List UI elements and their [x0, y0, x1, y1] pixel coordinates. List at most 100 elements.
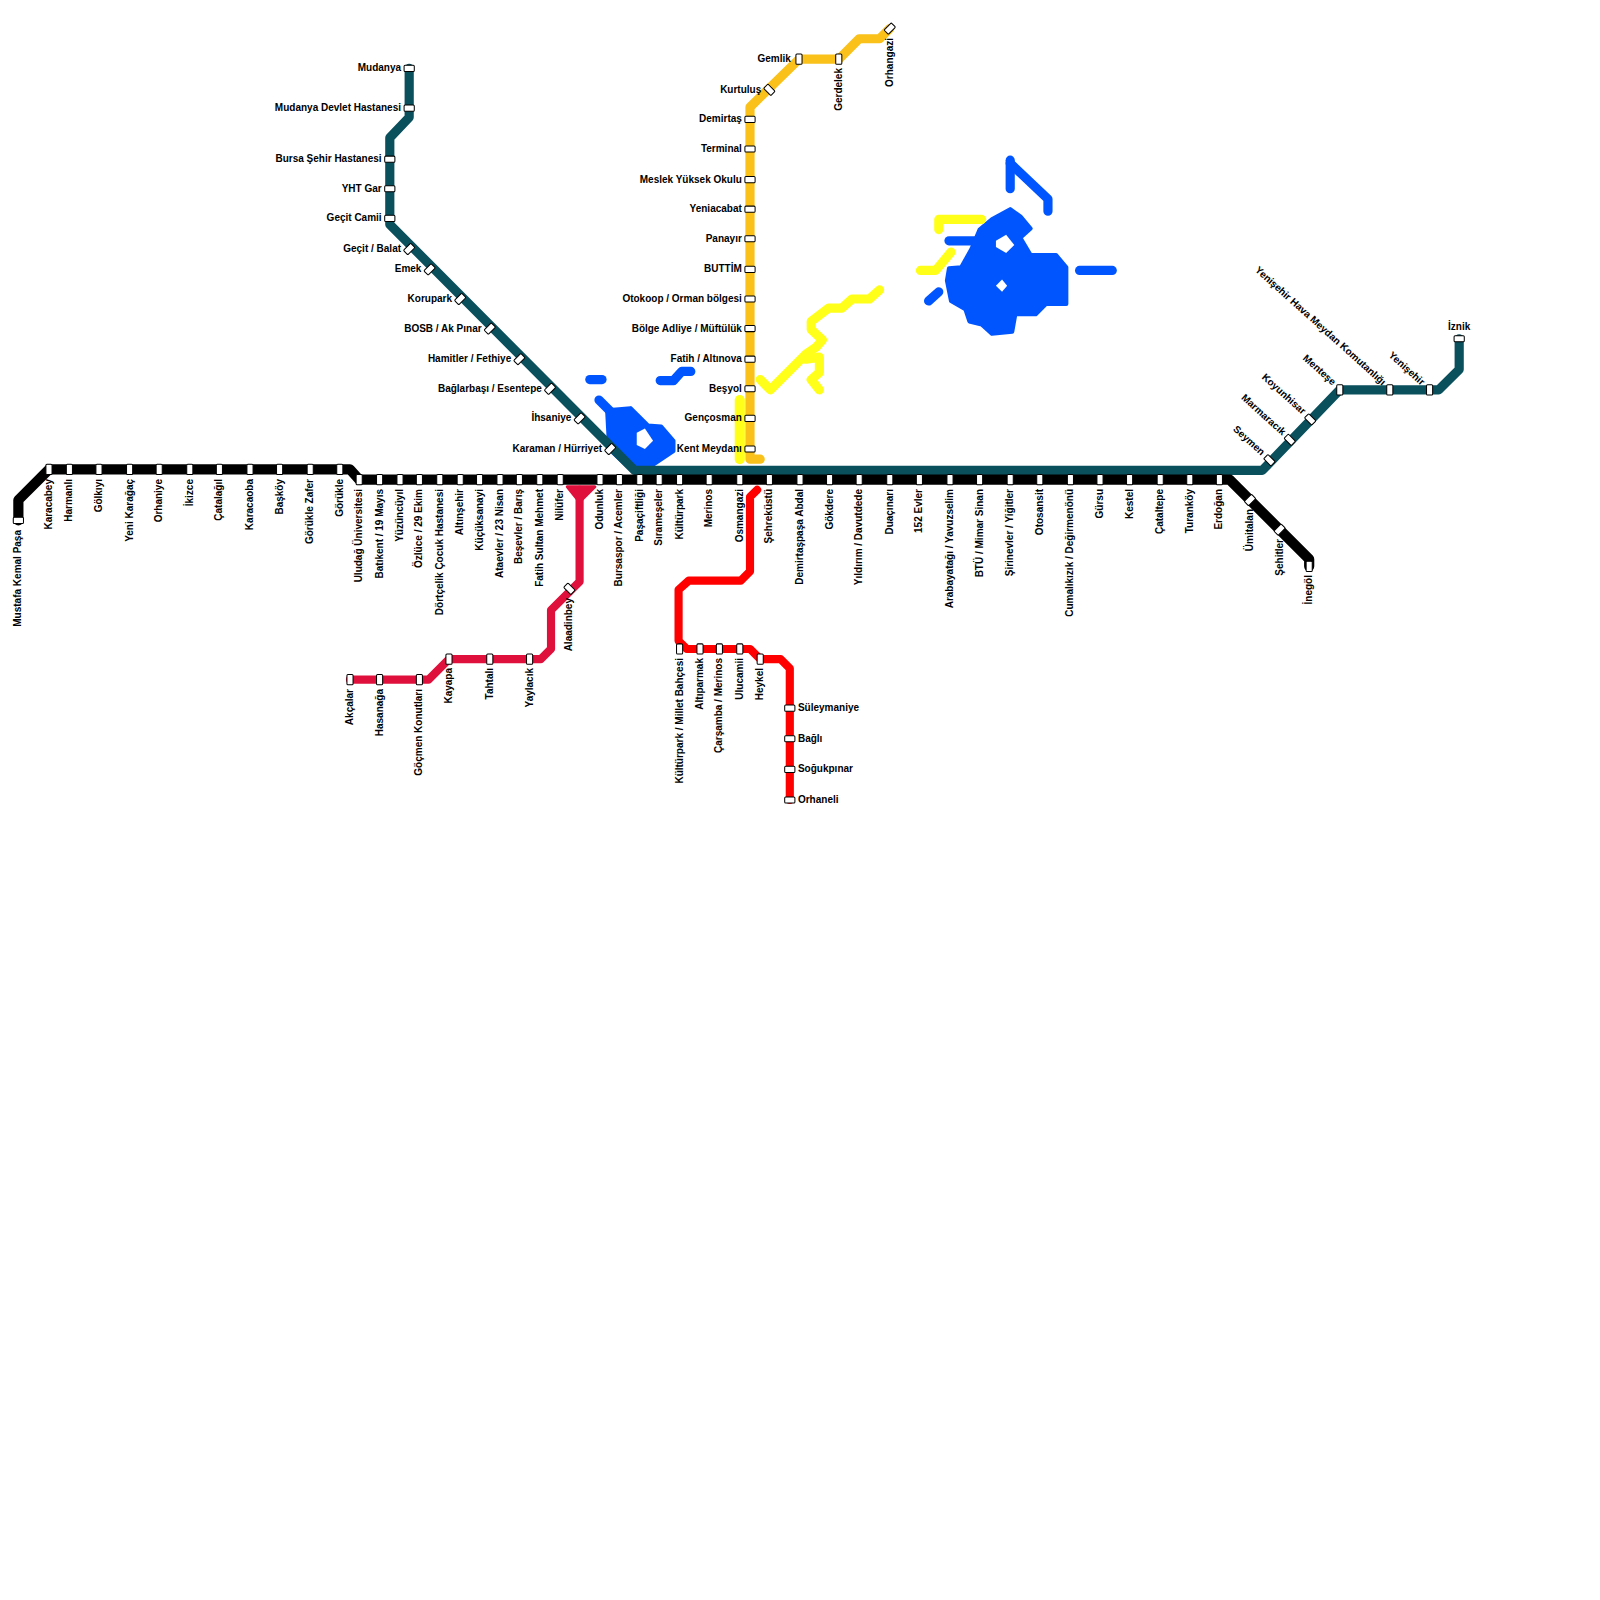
station-label: Meslek Yüksek Okulu: [639, 174, 743, 186]
station-label: Geçit / Balat: [342, 243, 402, 255]
station-marker: [745, 146, 755, 152]
blue-blob: [607, 209, 1066, 471]
station-marker: [1264, 454, 1276, 466]
station-marker: [1244, 494, 1256, 506]
station-label: Uludağ Üniversitesi: [353, 488, 365, 583]
station-marker: [1274, 524, 1286, 536]
blob-hole: [637, 235, 1015, 449]
station-label: Çarşamba / Merinos: [714, 657, 726, 754]
station-label: Osmangazi: [734, 488, 746, 543]
station-label: Özlüce / 29 Ekim: [414, 488, 426, 569]
station-label: Orhangazi: [884, 37, 896, 88]
station-marker: [1007, 474, 1013, 484]
station-marker: [403, 243, 415, 255]
station-marker: [557, 474, 563, 484]
station-label: Bölge Adliye / Müftülük: [631, 323, 743, 335]
station-label: Ulucamii: [734, 657, 746, 701]
station-marker: [247, 464, 253, 474]
station-marker: [737, 644, 743, 654]
station-label: Yeni Karağaç: [124, 478, 136, 543]
station-label: Paşaçiftliği: [634, 488, 646, 543]
station-marker: [785, 797, 795, 803]
station-label: Görükle Zafer: [304, 478, 316, 545]
station-label: Odunluk: [594, 488, 606, 531]
station-marker: [836, 54, 842, 64]
station-marker: [46, 464, 52, 474]
station-marker: [745, 206, 755, 212]
station-marker: [745, 386, 755, 392]
crimson-start: [567, 487, 595, 502]
station-marker: [716, 644, 722, 654]
station-label: BUTTİM: [703, 264, 743, 276]
station-label: Kent Meydanı: [676, 443, 743, 455]
station-label: İnegöl: [1303, 574, 1315, 605]
station-marker: [1304, 414, 1316, 426]
station-label: Yaylacık: [524, 667, 536, 708]
station-marker: [677, 644, 683, 654]
station-marker: [745, 356, 755, 362]
station-label: Çataltepe: [1154, 488, 1166, 535]
station-label: Alaadinbey: [564, 597, 576, 652]
blue-scribble: [590, 160, 1112, 413]
station-marker: [706, 474, 712, 484]
station-label: İhsaniye: [530, 413, 572, 425]
station-label: Heykel: [754, 667, 766, 701]
station-marker: [337, 464, 343, 474]
station-label: Orhaneli: [797, 794, 840, 806]
station-marker: [884, 23, 896, 35]
station-marker: [564, 583, 576, 595]
station-markers: [13, 23, 1464, 803]
station-label: Mustafa Kemal Paşa: [13, 529, 25, 628]
station-marker: [697, 644, 703, 654]
station-marker: [737, 474, 743, 484]
station-label: Menteşe: [1300, 351, 1339, 388]
station-label: Şehreküstü: [764, 488, 776, 544]
station-label: BTÜ / Mimar Sinan: [974, 488, 986, 578]
station-label: Harmanlı: [64, 478, 76, 523]
station-marker: [1216, 474, 1222, 484]
station-marker: [656, 474, 662, 484]
station-label: Dörtçelik Çocuk Hastanesi: [434, 488, 446, 616]
station-marker: [385, 186, 395, 192]
station-marker: [527, 654, 533, 664]
station-marker: [537, 474, 543, 484]
station-marker: [377, 474, 383, 484]
station-marker: [424, 264, 436, 276]
station-label: Başköy: [274, 478, 286, 516]
station-label: Otosansit: [1034, 488, 1046, 536]
station-label: Kültürpark: [674, 488, 686, 541]
station-marker: [1427, 385, 1433, 395]
station-label: Kurtuluş: [719, 84, 762, 96]
station-marker: [785, 736, 795, 742]
station-marker: [96, 464, 102, 474]
station-marker: [66, 464, 72, 474]
station-label: İkizce: [184, 478, 196, 507]
station-marker: [745, 177, 755, 183]
station-marker: [1387, 385, 1393, 395]
station-marker: [514, 353, 526, 365]
station-marker: [766, 474, 772, 484]
station-marker: [745, 326, 755, 332]
station-label: Ataevler / 23 Nisan: [494, 488, 506, 579]
black-line: [18, 469, 1309, 566]
station-marker: [397, 474, 403, 484]
station-label: Sırameşeler: [653, 488, 665, 547]
station-marker: [856, 474, 862, 484]
station-label: Ümitalan: [1244, 508, 1256, 552]
station-marker: [745, 446, 755, 452]
station-label: Terminal: [700, 143, 743, 155]
station-marker: [1067, 474, 1073, 484]
station-marker: [347, 674, 353, 684]
station-label: Gölkıyı: [93, 478, 105, 513]
station-marker: [446, 654, 452, 664]
station-label: Çatalağıl: [214, 478, 226, 522]
station-marker: [404, 105, 414, 111]
station-marker: [574, 413, 586, 425]
station-marker: [604, 443, 616, 455]
station-label: 152 Evler: [914, 488, 926, 534]
station-label: Küçüksanayi: [474, 488, 486, 552]
station-label: Batıkent / 19 Mayıs: [374, 488, 386, 579]
station-marker: [1284, 434, 1296, 446]
station-marker: [947, 474, 953, 484]
